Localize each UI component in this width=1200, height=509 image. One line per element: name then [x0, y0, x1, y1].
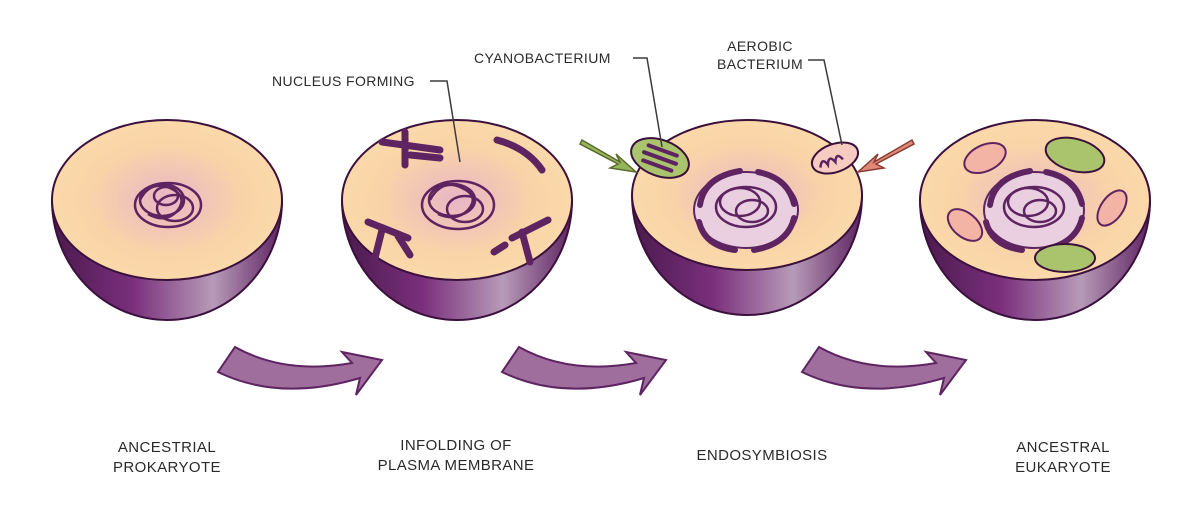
cell-prokaryote [50, 119, 284, 321]
callout-leaders [430, 57, 843, 163]
cyanobacterium-icon [630, 137, 690, 179]
stage-label-prokaryote: ANCESTRIAL PROKARYOTE [113, 439, 221, 476]
dna-coil [714, 185, 778, 229]
process-arrows [216, 345, 968, 396]
leader-nucleus-forming [430, 80, 461, 163]
stage-label-infolding: INFOLDING OF PLASMA MEMBRANE [377, 437, 535, 474]
endo-arrow-red-icon [855, 138, 915, 174]
chloroplast-icon [1034, 136, 1106, 273]
stage-label-endosymbiosis: ENDOSYMBIOSIS [696, 447, 828, 464]
leader-cyanobacterium [633, 57, 663, 148]
nucleus-forming [420, 179, 496, 231]
callout-nucleus-forming: NUCLEUS FORMING [272, 73, 415, 89]
process-arrow-3-icon [800, 345, 968, 396]
nuclear-envelope [696, 168, 797, 253]
process-arrow-1-icon [216, 345, 384, 396]
dna-coil [1002, 185, 1066, 229]
membrane-infolds [364, 128, 552, 266]
mitochondrion-icon [946, 141, 1128, 242]
process-arrow-2-icon [500, 345, 668, 396]
cell-endosymbiosis [579, 119, 915, 316]
callout-cyanobacterium: CYANOBACTERIUM [474, 50, 611, 66]
cell-eukaryote [918, 119, 1152, 321]
endo-arrow-green-icon [579, 138, 639, 174]
aerobic-bacterium-icon [810, 141, 860, 175]
stage-label-eukaryote: ANCESTRAL EUKARYOTE [1015, 439, 1111, 476]
cell-infolding [340, 119, 574, 321]
callout-aerobic-bacterium: AEROBIC BACTERIUM [716, 38, 804, 72]
leader-aerobic-bacterium [808, 59, 843, 146]
dna-coil [133, 181, 203, 229]
